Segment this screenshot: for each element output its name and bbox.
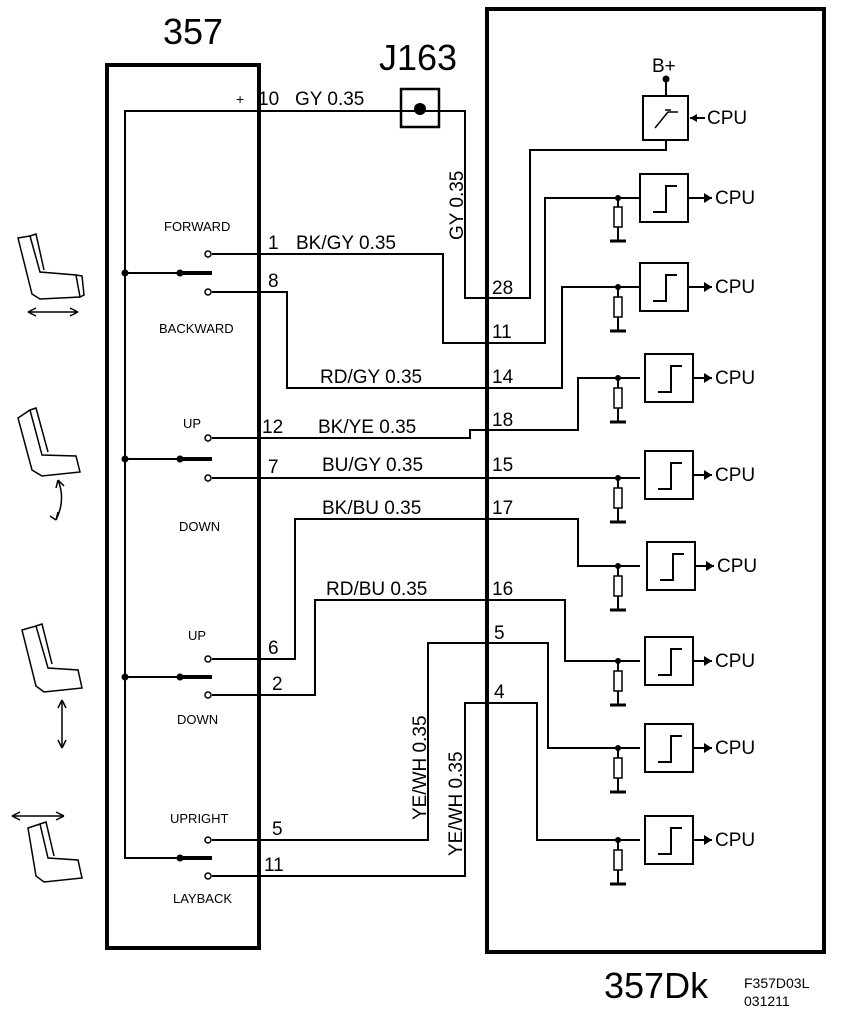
wire-11-label: YE/WH 0.35: [446, 751, 467, 856]
switch-up-down-2: [176, 655, 212, 699]
wire-6-label: BK/BU 0.35: [322, 498, 421, 519]
input-block-2: [610, 262, 712, 333]
common-rail: [121, 110, 260, 859]
module-pin-4: 4: [494, 682, 505, 703]
control-module-title: 357Dk: [604, 965, 709, 1006]
wire-7-label: BU/GY 0.35: [322, 455, 423, 476]
module-pin-17: 17: [492, 498, 513, 519]
input-block-8: [610, 815, 712, 886]
switch-forward-backward: [176, 250, 212, 296]
wire-1-label: BK/GY 0.35: [296, 233, 396, 254]
input-block-7: [610, 723, 712, 794]
module-pin-16: 16: [492, 579, 513, 600]
pin-11-label: 11: [264, 855, 284, 876]
switch-upright-layback: [176, 836, 212, 880]
pin-10-label: 10: [258, 89, 279, 110]
wire-2-label: RD/BU 0.35: [326, 579, 427, 600]
switch-unit-box: [105, 63, 261, 950]
label-down-2: DOWN: [177, 712, 218, 727]
input-block-6: [610, 636, 712, 707]
pin-1-label: 1: [268, 233, 279, 254]
wire-12-label: BK/YE 0.35: [318, 417, 416, 438]
module-pin-11: 11: [492, 322, 512, 343]
switch-unit-title: 357: [163, 11, 223, 52]
wire-12: [212, 377, 640, 439]
wire-10: [260, 110, 667, 299]
switch-up-down-1: [176, 434, 212, 482]
label-forward: FORWARD: [164, 219, 230, 234]
cpu-label-3: CPU: [715, 368, 755, 389]
cpu-label-6: CPU: [715, 651, 755, 672]
seat-backrest-icon: [11, 811, 83, 883]
wire-1: [212, 197, 640, 344]
cpu-label-8: CPU: [715, 830, 755, 851]
module-pin-15: 15: [492, 455, 513, 476]
wire-11: [212, 702, 640, 877]
pin-8-label: 8: [268, 271, 279, 292]
pin-6-label: 6: [268, 638, 279, 659]
seat-height-icon: [21, 623, 83, 749]
label-layback: LAYBACK: [173, 891, 232, 906]
cpu-label-7: CPU: [715, 738, 755, 759]
cpu-label-1: CPU: [715, 188, 755, 209]
input-block-3: [610, 353, 712, 424]
supply-driver: [642, 75, 705, 141]
pin-2-label: 2: [272, 674, 283, 695]
input-block-4: [610, 450, 712, 524]
label-backward: BACKWARD: [159, 321, 234, 336]
module-pin-5: 5: [494, 623, 505, 644]
figure-date: 031211: [744, 993, 790, 1009]
seat-forward-backward-icon: [17, 233, 85, 317]
label-up-1: UP: [183, 416, 201, 431]
seat-tilt-icon: [17, 407, 81, 521]
wire-8-label: RD/GY 0.35: [320, 367, 422, 388]
cpu-label-2: CPU: [715, 277, 755, 298]
plus-sign: +: [236, 91, 244, 107]
wire-5: [212, 642, 640, 841]
wire-6: [212, 518, 640, 660]
wire-5-label: YE/WH 0.35: [410, 715, 431, 820]
input-block-5: [610, 541, 714, 612]
wire-8: [212, 286, 640, 389]
figure-code: F357D03L: [744, 975, 810, 991]
cpu-label-5: CPU: [717, 556, 757, 577]
control-module-box: [485, 7, 826, 954]
module-pin-14: 14: [492, 367, 514, 388]
wire-10-label: GY 0.35: [295, 89, 364, 110]
label-up-2: UP: [188, 628, 206, 643]
j163-connector: [399, 87, 441, 129]
connector-title: J163: [379, 37, 457, 78]
wire-2: [212, 599, 640, 696]
pin-12-label: 12: [262, 417, 283, 438]
input-block-1: [610, 173, 712, 243]
cpu-label-supply: CPU: [707, 108, 747, 129]
cpu-label-4: CPU: [715, 465, 755, 486]
wire-j163-gy-label: GY 0.35: [447, 171, 468, 240]
supply-label: B+: [652, 56, 676, 77]
pin-5-label: 5: [272, 819, 283, 840]
label-down-1: DOWN: [179, 519, 220, 534]
pin-7-label: 7: [268, 457, 279, 478]
label-upright: UPRIGHT: [170, 811, 229, 826]
module-pin-18: 18: [492, 410, 513, 431]
module-pin-28: 28: [492, 278, 513, 299]
